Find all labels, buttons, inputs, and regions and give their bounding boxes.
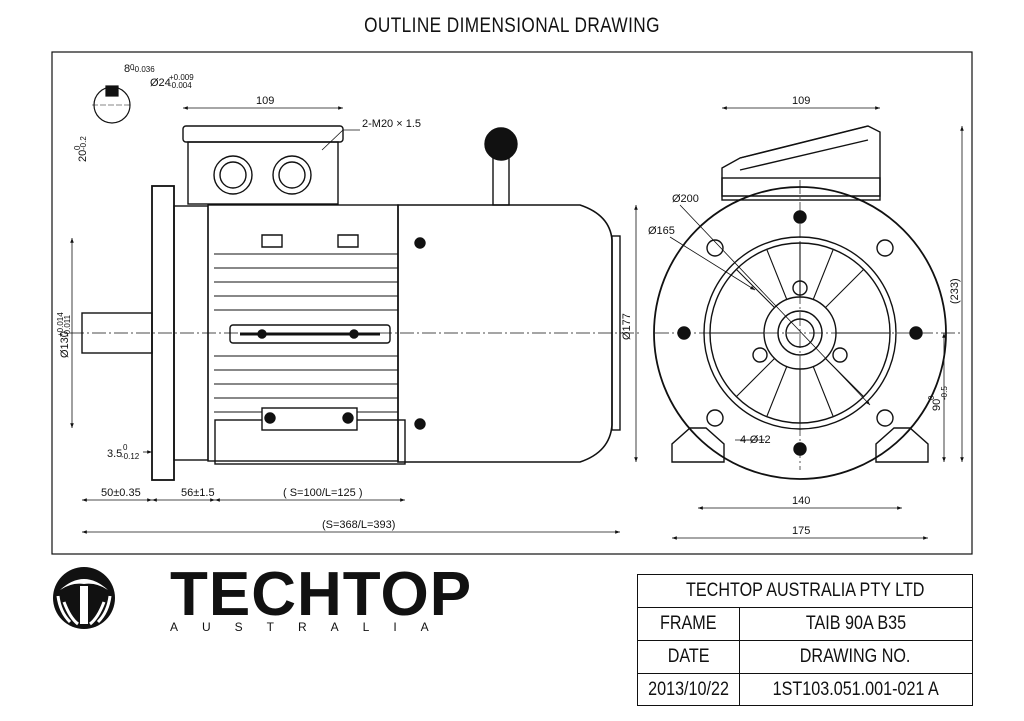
company-subtitle: AUSTRALIA <box>170 620 453 634</box>
dim-shaft-len: 50±0.35 <box>101 487 141 499</box>
dim-base-width: 175 <box>792 525 810 537</box>
company-logo: TECHTOP AUSTRALIA <box>52 560 471 643</box>
dim-tb-width-front: 109 <box>792 95 810 107</box>
dim-flange-thk: 3.5 <box>107 448 122 460</box>
foot-left <box>671 427 725 463</box>
dim-flange-thk-tol-upper: 0 <box>123 443 128 452</box>
fan-cover <box>397 204 613 463</box>
flange-hole <box>706 239 724 257</box>
dim-shaft-dia-tol-lower: -0.004 <box>169 81 192 90</box>
side-view <box>70 125 640 481</box>
dim-shaft-height-tol-upper: 0 <box>927 395 936 400</box>
drawing-title: OUTLINE DIMENSIONAL DRAWING <box>364 14 660 37</box>
cover-end <box>611 235 621 431</box>
title-block-divider <box>739 608 740 705</box>
drawing-no-value: 1ST103.051.001-021 A <box>772 678 939 700</box>
brake-knob <box>484 127 518 161</box>
flange-hole <box>876 239 894 257</box>
terminal-box-lid <box>182 125 344 143</box>
techtop-logo-icon <box>53 567 115 629</box>
keyway-section <box>92 85 132 124</box>
dim-body-dia: Ø177 <box>621 313 633 340</box>
title-block-header: TECHTOP AUSTRALIA PTY LTD <box>638 575 972 608</box>
date-label: DATE <box>667 646 710 667</box>
drawing-border <box>51 51 973 555</box>
dim-shaft-height-tol-lower: -0.5 <box>940 386 949 400</box>
flange-hole <box>706 409 724 427</box>
front-view <box>653 125 960 480</box>
dim-spigot-tol-lower: -0.011 <box>63 314 72 337</box>
cable-gland-1 <box>213 155 253 195</box>
cooling-fins <box>214 253 398 413</box>
side-dimension-lines <box>70 106 638 534</box>
terminal-box <box>187 141 339 205</box>
dim-shaft-height: 90 <box>931 399 943 411</box>
dim-pcd: Ø200 <box>672 193 699 205</box>
frame-label: FRAME <box>660 613 717 634</box>
cable-gland-2 <box>272 155 312 195</box>
brake-lever <box>492 154 510 206</box>
dim-key-height-tol-upper: 0 <box>73 145 82 150</box>
dim-gland: 2-M20 × 1.5 <box>362 118 421 130</box>
dim-total-len: (S=368/L=393) <box>322 519 395 531</box>
dim-key-width-tol: -0.036 <box>132 65 155 74</box>
dim-holes: 4-Ø12 <box>740 434 771 446</box>
dim-total-height: (233) <box>949 278 961 304</box>
frame-value: TAIB 90A B35 <box>805 613 906 634</box>
date-value: 2013/10/22 <box>648 678 729 700</box>
title-block: TECHTOP AUSTRALIA PTY LTD FRAME TAIB 90A… <box>637 574 973 706</box>
company-full-name: TECHTOP AUSTRALIA PTY LTD <box>685 580 925 601</box>
dim-flange-thk-tol-lower: -0.12 <box>121 452 140 461</box>
dim-spigot: Ø130 <box>59 331 71 358</box>
dim-foot-width: 140 <box>792 495 810 507</box>
nameplate <box>229 324 391 344</box>
dim-foot-span: ( S=100/L=125 ) <box>283 487 363 499</box>
dim-tb-width-side: 109 <box>256 95 274 107</box>
front-dimension-lines <box>669 106 964 540</box>
dim-key-width: 8 <box>124 63 130 75</box>
company-wordmark: TECHTOP <box>170 560 473 629</box>
dim-foot-off: 56±1.5 <box>181 487 215 499</box>
label-row: DATE DRAWING NO. <box>638 641 972 674</box>
drawing-no-label: DRAWING NO. <box>800 646 911 667</box>
fan-cover-outline <box>703 236 897 430</box>
dim-shaft-dia: Ø24 <box>150 77 171 89</box>
flange-outline <box>653 186 947 480</box>
dim-bolt-circle: Ø165 <box>648 225 675 237</box>
terminal-box-front <box>721 125 881 197</box>
frame-row: FRAME TAIB 90A B35 <box>638 608 972 641</box>
dim-key-height-tol-lower: -0.2 <box>79 136 88 150</box>
dim-key-width-tol-upper: 0 <box>130 63 135 72</box>
flange-hole <box>876 409 894 427</box>
dim-shaft-dia-tol-upper: +0.009 <box>169 73 194 82</box>
dim-key-height: 20 <box>77 150 89 162</box>
dim-spigot-tol-upper: +0.014 <box>56 312 65 337</box>
value-row: 2013/10/22 1ST103.051.001-021 A <box>638 674 972 705</box>
foot-right <box>875 427 929 463</box>
fan-spokes <box>710 243 890 423</box>
